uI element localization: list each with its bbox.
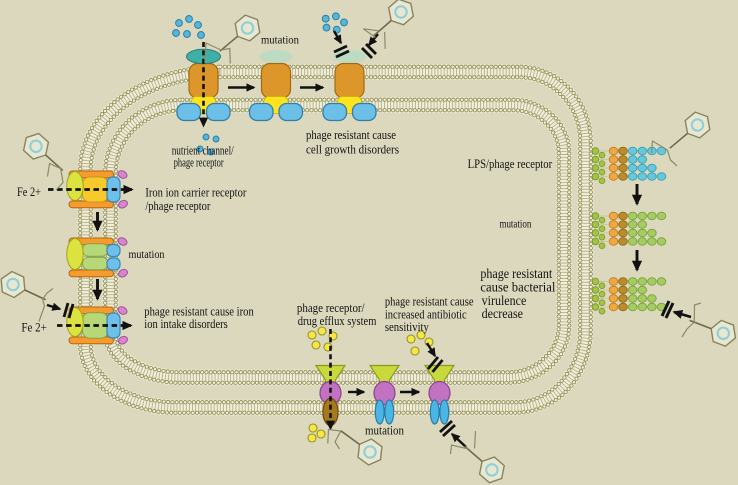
svg-text:phage resistant cause: phage resistant cause [385, 295, 474, 309]
svg-text:mutation: mutation [365, 423, 404, 438]
svg-text:mutation: mutation [129, 247, 165, 261]
svg-text:mutation: mutation [500, 216, 532, 230]
svg-text:virulence: virulence [482, 293, 527, 308]
svg-text:Fe 2+: Fe 2+ [21, 321, 47, 335]
svg-text:drug efflux system: drug efflux system [298, 314, 377, 328]
svg-text:phage resistant cause iron: phage resistant cause iron [144, 304, 254, 318]
svg-text:phage receptor/: phage receptor/ [297, 301, 365, 315]
svg-text:nutrient channel/: nutrient channel/ [172, 143, 234, 158]
svg-text:Fe 2+: Fe 2+ [17, 185, 41, 199]
svg-text:phage resistant cause: phage resistant cause [306, 128, 396, 142]
svg-text:Iron ion carrier receptor: Iron ion carrier receptor [145, 185, 247, 199]
svg-text:/phage receptor: /phage receptor [145, 199, 211, 213]
svg-text:cause bacterial: cause bacterial [480, 279, 555, 294]
svg-text:cell growth disorders: cell growth disorders [306, 143, 399, 157]
svg-text:phage receptor: phage receptor [174, 155, 224, 170]
svg-text:LPS/phage receptor: LPS/phage receptor [468, 157, 553, 171]
svg-text:ion intake disorders: ion intake disorders [144, 317, 228, 331]
svg-text:increased antibiotic: increased antibiotic [385, 308, 467, 322]
svg-text:sensitivity: sensitivity [385, 320, 430, 334]
svg-text:mutation: mutation [261, 33, 299, 47]
svg-text:phage resistant: phage resistant [480, 266, 552, 281]
svg-text:decrease: decrease [482, 306, 523, 321]
